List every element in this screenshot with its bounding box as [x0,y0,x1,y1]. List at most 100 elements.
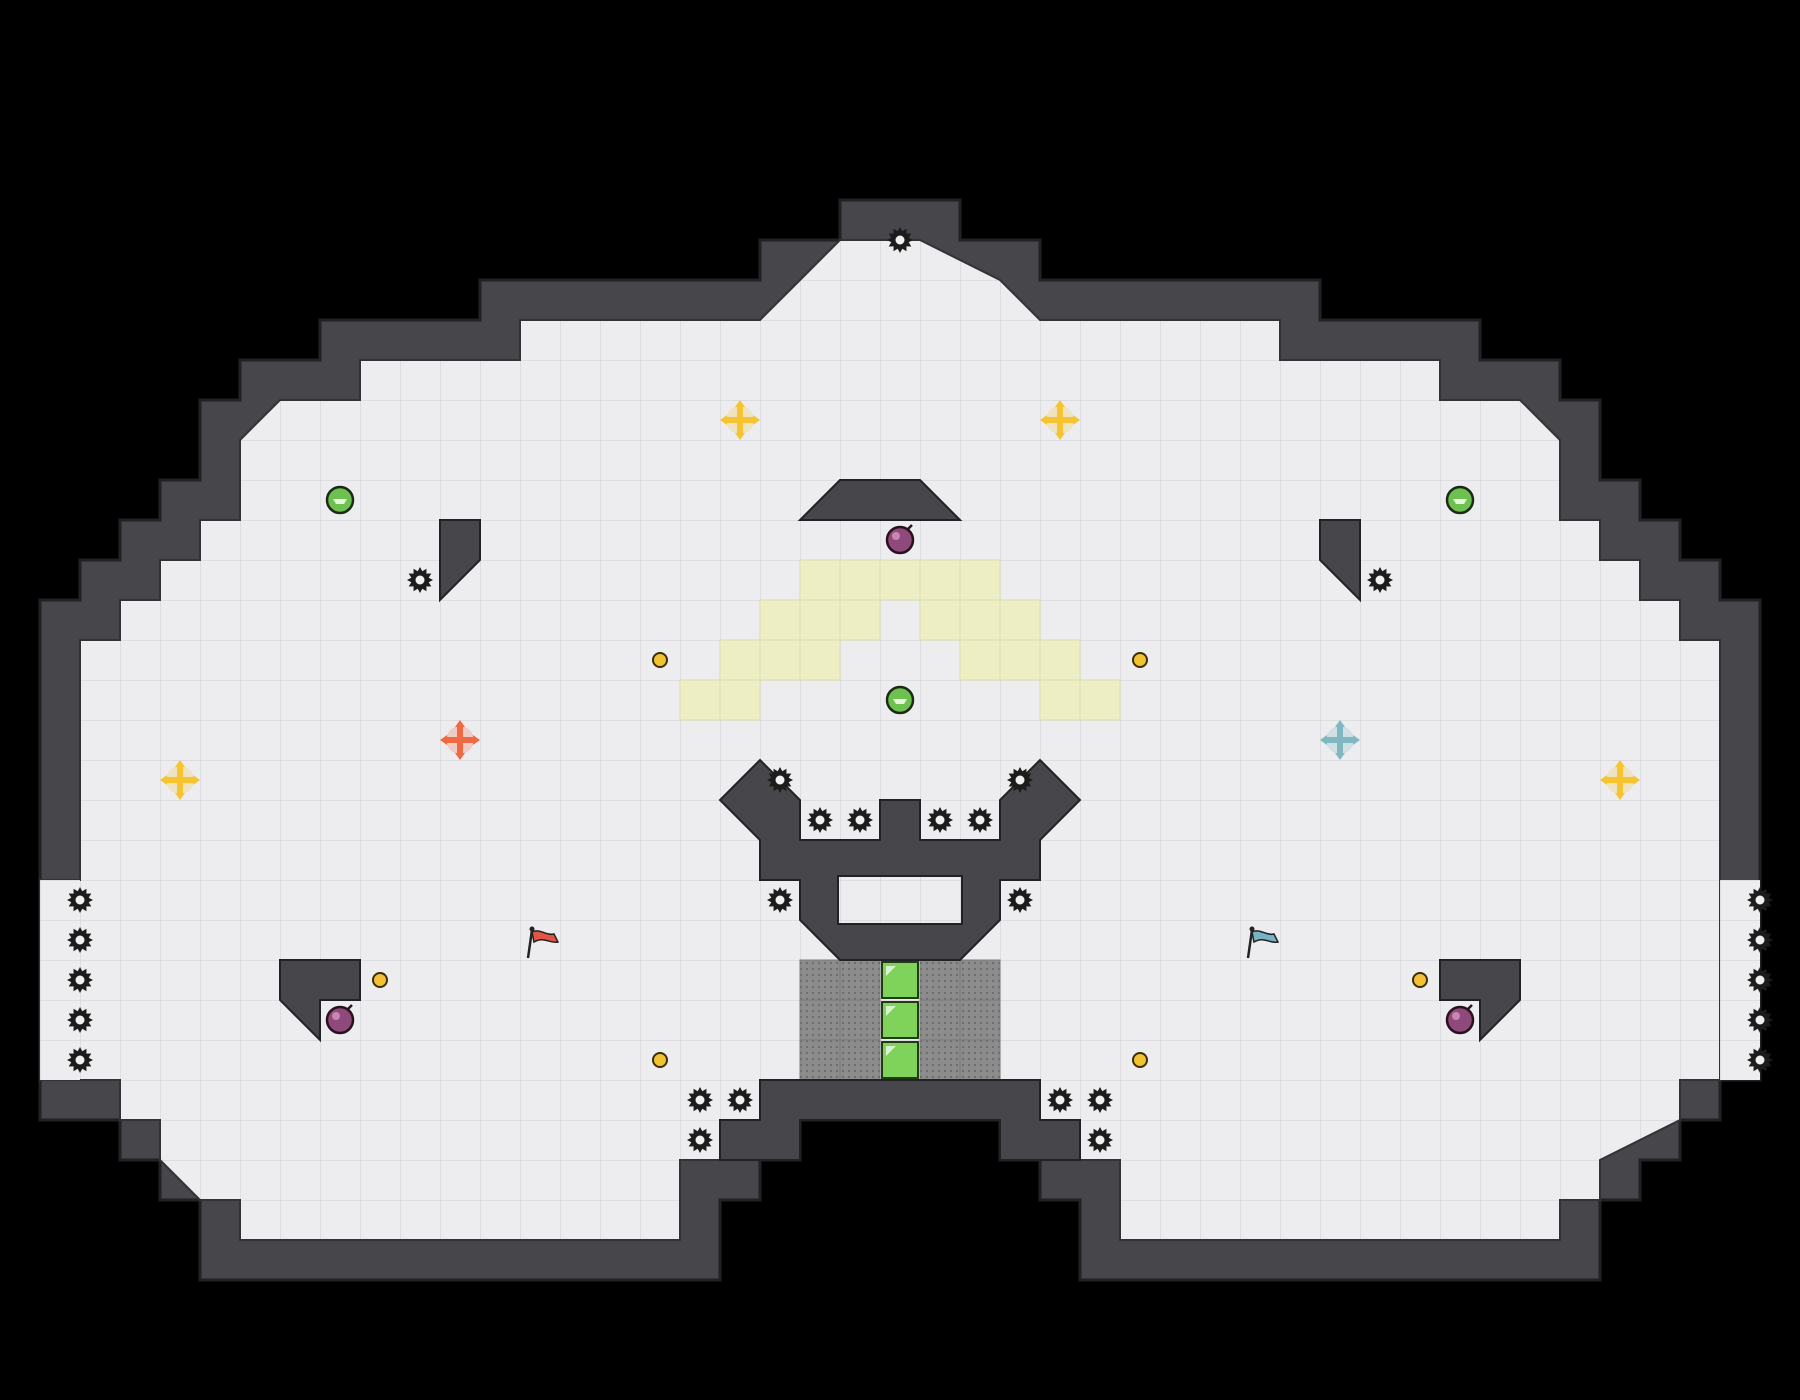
left-lower-wall [279,959,361,1043]
spike-icon [887,227,913,253]
powerup-icon [885,685,915,715]
boost-bar-h [727,417,753,423]
powerup-mark [333,499,347,504]
center-wall [718,758,1082,961]
spike-icon [767,767,793,793]
spike-icon [67,887,93,913]
spike-center [1755,895,1765,905]
center-window [837,875,963,925]
boost-icon [720,400,760,440]
boost-arrow [1615,760,1625,767]
powerup-icon [325,485,355,515]
yellow-tile [719,679,761,721]
bomb-body [325,1005,355,1035]
boost-arrow [1335,753,1345,760]
spike-icon [1747,967,1773,993]
boost-arrow [473,735,480,745]
spike-icon [67,927,93,953]
left-upper-wall [439,519,481,603]
endzone-shine [886,966,896,976]
boost-icon [1040,400,1080,440]
yellow-tile [999,639,1041,681]
map-objects [67,227,1773,1153]
gate-tile [839,959,881,1001]
spike-icon [1367,567,1393,593]
spike-icon [1047,1087,1073,1113]
yellow-tile [1079,679,1121,721]
powerup-icon [1445,485,1475,515]
boost-bar-h [1607,777,1633,783]
inner-walls [279,479,1521,1161]
yellow-tile [799,599,841,641]
spike-center [815,815,825,825]
flag-pole [526,929,534,959]
spike-center [735,1095,745,1105]
boost-arrow [1055,400,1065,407]
boost-arrow [753,415,760,425]
spike-icon [1007,767,1033,793]
spike-icon [67,1047,93,1073]
bomb-fuse [346,1004,353,1011]
spike-icon [407,567,433,593]
spike-icon [1087,1087,1113,1113]
gate-tile [959,959,1001,1001]
endzone-shine [886,1046,896,1056]
flag-top [529,926,535,932]
boost-arrow [1600,775,1607,785]
boost-arrow [1335,720,1345,727]
boost-bar-h [447,737,473,743]
spike-center [75,895,85,905]
boost-arrow [175,760,185,767]
boost-arrow [1615,793,1625,800]
spike-center [75,975,85,985]
spike-center [975,815,985,825]
floor [39,239,1760,1241]
endzone-tile [881,1041,919,1079]
red-flag-icon [526,926,560,959]
spike-center [1755,975,1765,985]
spike-icon [1747,1007,1773,1033]
spike-icon [1087,1127,1113,1153]
yellow-tile [799,639,841,681]
spike-center [75,1015,85,1025]
spike-icon [67,967,93,993]
gate-tile [799,1039,841,1081]
special-tiles [679,559,1121,1081]
gate-tile [799,959,841,1001]
boost-arrow [720,415,727,425]
top-triangle-wall [797,479,963,521]
yellow-tile [799,559,841,601]
spike-center [695,1135,705,1145]
bomb-fuse [1466,1004,1473,1011]
spike-center [1755,1015,1765,1025]
gate-tile [799,999,841,1041]
boost-icon [1600,760,1640,800]
right-lower-wall [1439,959,1521,1043]
boost-arrow [455,753,465,760]
boost-arrow [160,775,167,785]
yellow-tile [679,679,721,721]
gate-tile [959,1039,1001,1081]
spike-center [1055,1095,1065,1105]
right-upper-wall [1319,519,1361,603]
bomb-shine [1452,1012,1460,1020]
yellow-tile [919,559,961,601]
yellow-tile [839,559,881,601]
red-boost-icon [440,720,480,760]
boost-arrow [1320,735,1327,745]
bomb-body [885,525,915,555]
spike-center [1095,1135,1105,1145]
boost-arrow [735,400,745,407]
yellow-tile [759,639,801,681]
endzone-shine [886,1006,896,1016]
yellow-tile [1039,679,1081,721]
powerup-mark [1453,499,1467,504]
yellow-tile [999,599,1041,641]
boost-arrow [1633,775,1640,785]
boost-arrow [440,735,447,745]
yellow-tile [839,599,881,641]
spike-icon [687,1087,713,1113]
gate-tile [919,959,961,1001]
